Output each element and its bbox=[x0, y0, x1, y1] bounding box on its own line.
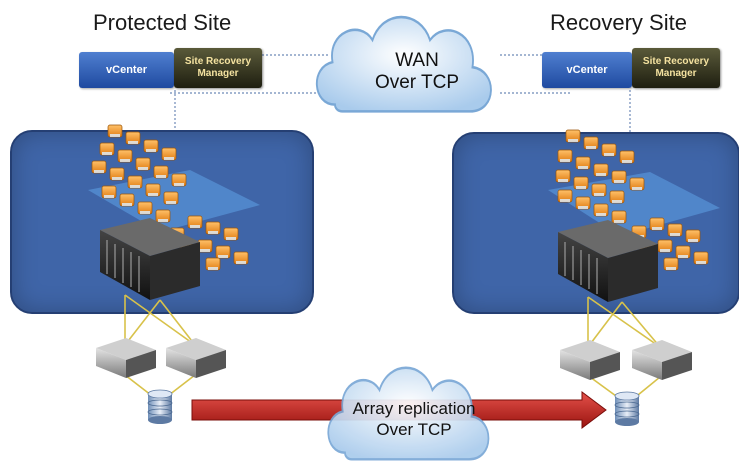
wan-label-line1: WAN bbox=[395, 50, 439, 71]
protected-site-title: Protected Site bbox=[93, 10, 232, 35]
protected-storage-array-icon bbox=[96, 338, 226, 378]
replication-label-line1: Array replication bbox=[352, 399, 476, 418]
recovery-san-links bbox=[587, 296, 661, 405]
replication-label: Array replication Over TCP bbox=[334, 398, 494, 440]
protected-database-icon bbox=[147, 389, 173, 424]
protected-server-rack-icon bbox=[100, 218, 200, 300]
protected-vcenter-box: vCenter bbox=[79, 52, 174, 88]
recovery-server-rack-icon bbox=[558, 220, 658, 302]
recovery-srm-box: Site Recovery Manager bbox=[632, 48, 720, 88]
protected-san-links bbox=[124, 294, 196, 403]
recovery-vm-cluster-icon bbox=[548, 129, 720, 271]
recovery-storage-array-icon bbox=[560, 340, 692, 380]
recovery-database-icon bbox=[614, 391, 640, 426]
protected-srm-box: Site Recovery Manager bbox=[174, 48, 262, 88]
wan-label: WAN Over TCP bbox=[362, 50, 472, 94]
recovery-vcenter-box: vCenter bbox=[542, 52, 632, 88]
replication-label-line2: Over TCP bbox=[376, 420, 452, 439]
wan-label-line2: Over TCP bbox=[374, 72, 460, 93]
protected-vm-cluster-icon bbox=[88, 124, 260, 271]
recovery-site-title: Recovery Site bbox=[550, 10, 687, 35]
